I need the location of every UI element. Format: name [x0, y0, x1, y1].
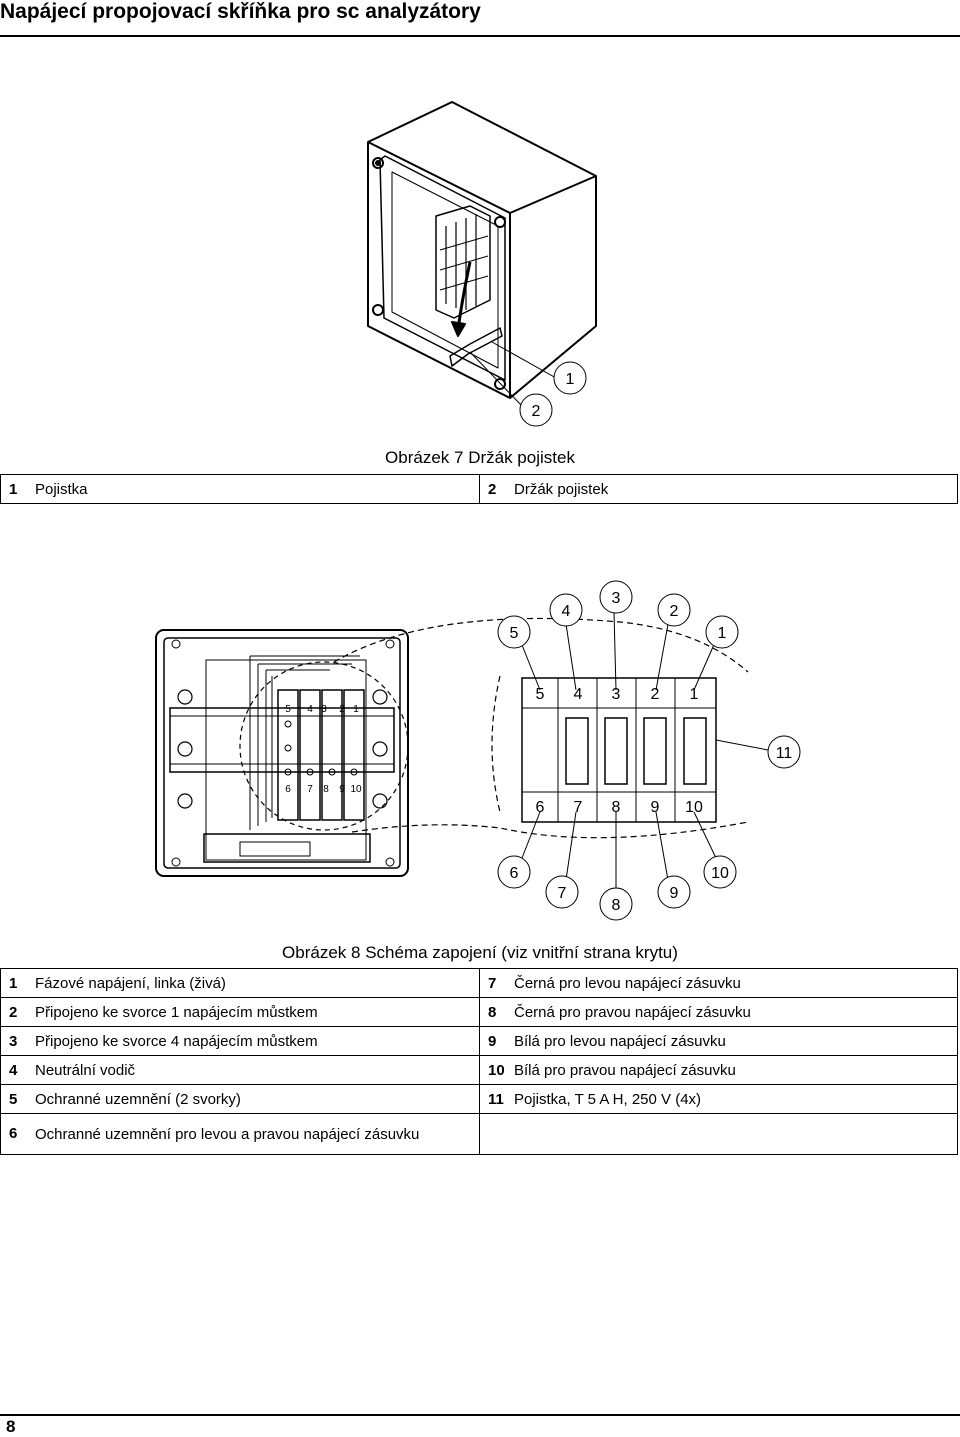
svg-text:10: 10: [350, 784, 362, 795]
figure7-callout-2: 2: [532, 403, 541, 420]
legend-number: 5: [9, 1090, 18, 1108]
legend-cell: 2 Držák pojistek: [479, 474, 958, 504]
legend-text: Pojistka, T 5 A H, 250 V (4x): [514, 1090, 702, 1108]
callout-1: 1: [718, 625, 727, 642]
box-label-top: 1: [690, 686, 699, 703]
legend-cell: 4 Neutrální vodič: [0, 1055, 480, 1085]
callout-8: 8: [612, 897, 621, 914]
figure8-top-callouts: 5 4 3 2 1: [497, 580, 739, 649]
footer-divider: [0, 1414, 960, 1416]
legend-cell: 3 Připojeno ke svorce 4 napájecím můstkem: [0, 1026, 480, 1056]
legend-number: 4: [9, 1061, 18, 1079]
callout-4: 4: [562, 603, 571, 620]
legend-cell: 7 Černá pro levou napájecí zásuvku: [479, 968, 958, 998]
svg-text:2: 2: [339, 704, 345, 715]
legend-text: Bílá pro pravou napájecí zásuvku: [514, 1061, 736, 1079]
legend-text: Neutrální vodič: [35, 1061, 136, 1079]
callout-5: 5: [510, 625, 519, 642]
legend-text: Bílá pro levou napájecí zásuvku: [514, 1032, 726, 1050]
box-label-bottom: 6: [536, 799, 545, 816]
legend-cell: 8 Černá pro pravou napájecí zásuvku: [479, 997, 958, 1027]
legend-text: Ochranné uzemnění (2 svorky): [35, 1090, 241, 1108]
svg-text:3: 3: [321, 704, 327, 715]
legend-text: Černá pro pravou napájecí zásuvku: [514, 1003, 751, 1021]
legend-number: 9: [488, 1032, 497, 1050]
figure7-caption: Obrázek 7 Držák pojistek: [385, 448, 575, 467]
legend-number: 2: [488, 480, 497, 498]
callout-circle: [519, 393, 553, 427]
table-row: 1 Pojistka 2 Držák pojistek: [0, 474, 958, 504]
svg-text:6: 6: [285, 784, 291, 795]
legend-cell: 6 Ochranné uzemnění pro levou a pravou na…: [0, 1113, 480, 1155]
legend-number: 1: [9, 480, 18, 498]
legend-text: Držák pojistek: [514, 480, 609, 498]
page-title: Napájecí propojovací skříňka pro sc anal…: [0, 0, 481, 23]
legend-cell: 9 Bílá pro levou napájecí zásuvku: [479, 1026, 958, 1056]
legend-number: 2: [9, 1003, 18, 1021]
legend-cell: 1 Pojistka: [0, 474, 480, 504]
table-row: 2 Připojeno ke svorce 1 napájecím můstkem…: [0, 997, 958, 1027]
svg-text:9: 9: [339, 784, 345, 795]
box-label-top: 2: [651, 686, 660, 703]
callout-2: 2: [670, 603, 679, 620]
legend-number: 3: [9, 1032, 18, 1050]
table-row: 3 Připojeno ke svorce 4 napájecím můstkem…: [0, 1026, 958, 1056]
svg-text:4: 4: [307, 704, 313, 715]
callout-7: 7: [558, 885, 567, 902]
legend-text: Ochranné uzemnění pro levou a pravou nap…: [35, 1125, 420, 1143]
box-label-top: 4: [574, 686, 583, 703]
legend-cell: 10 Bílá pro pravou napájecí zásuvku: [479, 1055, 958, 1085]
callout-circle: [553, 361, 587, 395]
legend-text: Připojeno ke svorce 4 napájecím můstkem: [35, 1032, 318, 1050]
table-row: 6 Ochranné uzemnění pro levou a pravou na…: [0, 1113, 958, 1155]
svg-text:8: 8: [323, 784, 329, 795]
legend-number: 6: [9, 1124, 18, 1142]
box-label-top: 5: [536, 686, 545, 703]
legend-number: 8: [488, 1003, 497, 1021]
legend-number: 10: [488, 1061, 505, 1079]
title-divider: [0, 35, 960, 37]
legend-text: Připojeno ke svorce 1 napájecím můstkem: [35, 1003, 318, 1021]
figure7-callout-1: 1: [566, 371, 575, 388]
legend-number: 11: [488, 1090, 504, 1108]
legend-text: Fázové napájení, linka (živá): [35, 974, 226, 992]
figure7-drawing: 1 2: [367, 101, 597, 427]
page-number: 8: [6, 1417, 16, 1436]
legend-text: Pojistka: [35, 480, 88, 498]
legend-cell: [479, 1113, 958, 1155]
svg-text:1: 1: [353, 704, 359, 715]
table-row: 4 Neutrální vodič 10 Bílá pro pravou napáj…: [0, 1055, 958, 1085]
legend-number: 1: [9, 974, 18, 992]
legend-cell: 1 Fázové napájení, linka (živá): [0, 968, 480, 998]
box-label-bottom: 8: [612, 799, 621, 816]
legend-cell: 5 Ochranné uzemnění (2 svorky): [0, 1084, 480, 1114]
callout-6: 6: [510, 865, 519, 882]
callout-10: 10: [711, 865, 729, 882]
legend-cell: 2 Připojeno ke svorce 1 napájecím můstkem: [0, 997, 480, 1027]
callout-3: 3: [612, 590, 621, 607]
table-row: 1 Fázové napájení, linka (živá) 7 Černá pr…: [0, 968, 958, 998]
legend-number: 7: [488, 974, 497, 992]
callout-11: 11: [776, 745, 793, 762]
box-label-bottom: 9: [651, 799, 660, 816]
box-label-bottom: 10: [685, 799, 703, 816]
svg-text:7: 7: [307, 784, 313, 795]
box-label-bottom: 7: [574, 799, 583, 816]
legend-cell: 11 Pojistka, T 5 A H, 250 V (4x): [479, 1084, 958, 1114]
legend-text: Černá pro levou napájecí zásuvku: [514, 974, 741, 992]
figure8-bottom-callouts: 6 7 8 9 10: [497, 855, 737, 921]
figure8-caption: Obrázek 8 Schéma zapojení (viz vnitřní s…: [282, 943, 678, 962]
box-label-top: 3: [612, 686, 621, 703]
callout-9: 9: [670, 885, 679, 902]
figure7-legend-table: 1 Pojistka 2 Držák pojistek: [0, 474, 958, 504]
table-row: 5 Ochranné uzemnění (2 svorky) 11 Pojistka…: [0, 1084, 958, 1114]
svg-text:5: 5: [285, 704, 291, 715]
